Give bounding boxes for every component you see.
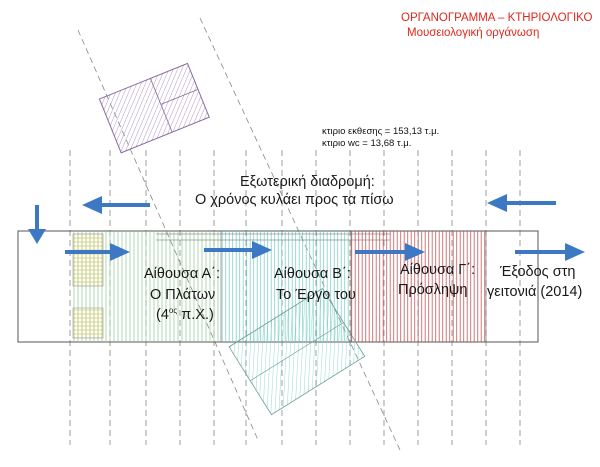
route-caption-line2: Ο χρόνος κυλάει προς τα πίσω	[195, 192, 394, 208]
exit-label-line1: Έξοδος στη	[500, 264, 576, 280]
plan-partitions	[156, 231, 487, 342]
route-back-arrow-right-icon	[487, 194, 556, 212]
flow-arrow-3-icon	[355, 243, 425, 261]
route-back-arrow-left-icon	[82, 196, 150, 214]
room-a-name: Αίθουσα Α΄:	[144, 266, 221, 282]
exit-label-line2: γειτονιά (2014)	[487, 284, 583, 300]
route-arrows	[28, 194, 585, 261]
flow-arrow-1-icon	[65, 243, 130, 261]
room-a-subject: Ο Πλάτων	[150, 287, 216, 303]
room-b-subject: Το Έργο του	[276, 287, 356, 303]
entrance-arrow-icon	[28, 205, 46, 244]
wc-building	[98, 62, 210, 154]
flow-arrow-2-icon	[204, 241, 272, 259]
room-c-subject: Πρόσληψη	[398, 282, 468, 298]
flow-arrow-exit-icon	[515, 243, 585, 261]
room-c-name: Αίθουσα Γ΄:	[400, 262, 476, 278]
page-title: ΟΡΓΑΝΟΓΡΑΜΜΑ – ΚΤΗΡΙΟΛΟΓΙΚΟ	[401, 12, 593, 24]
lower-wing	[228, 287, 366, 416]
room-a-yellow-box-top	[72, 233, 104, 287]
page-subtitle: Μουσειολογική οργάνωση	[407, 27, 540, 39]
room-a-date: (4ος π.Χ.)	[156, 306, 214, 323]
wc-area-label: κτιριο wc = 13,68 τ.μ.	[322, 138, 412, 149]
route-caption-line1: Εξωτερική διαδρομή:	[240, 174, 375, 190]
room-b-name: Αίθουσα Β΄:	[274, 266, 351, 282]
exhibition-area-label: κτιριο εκθεσης = 153,13 τ.μ.	[322, 126, 440, 137]
room-a-yellow-box-bottom	[72, 307, 104, 339]
